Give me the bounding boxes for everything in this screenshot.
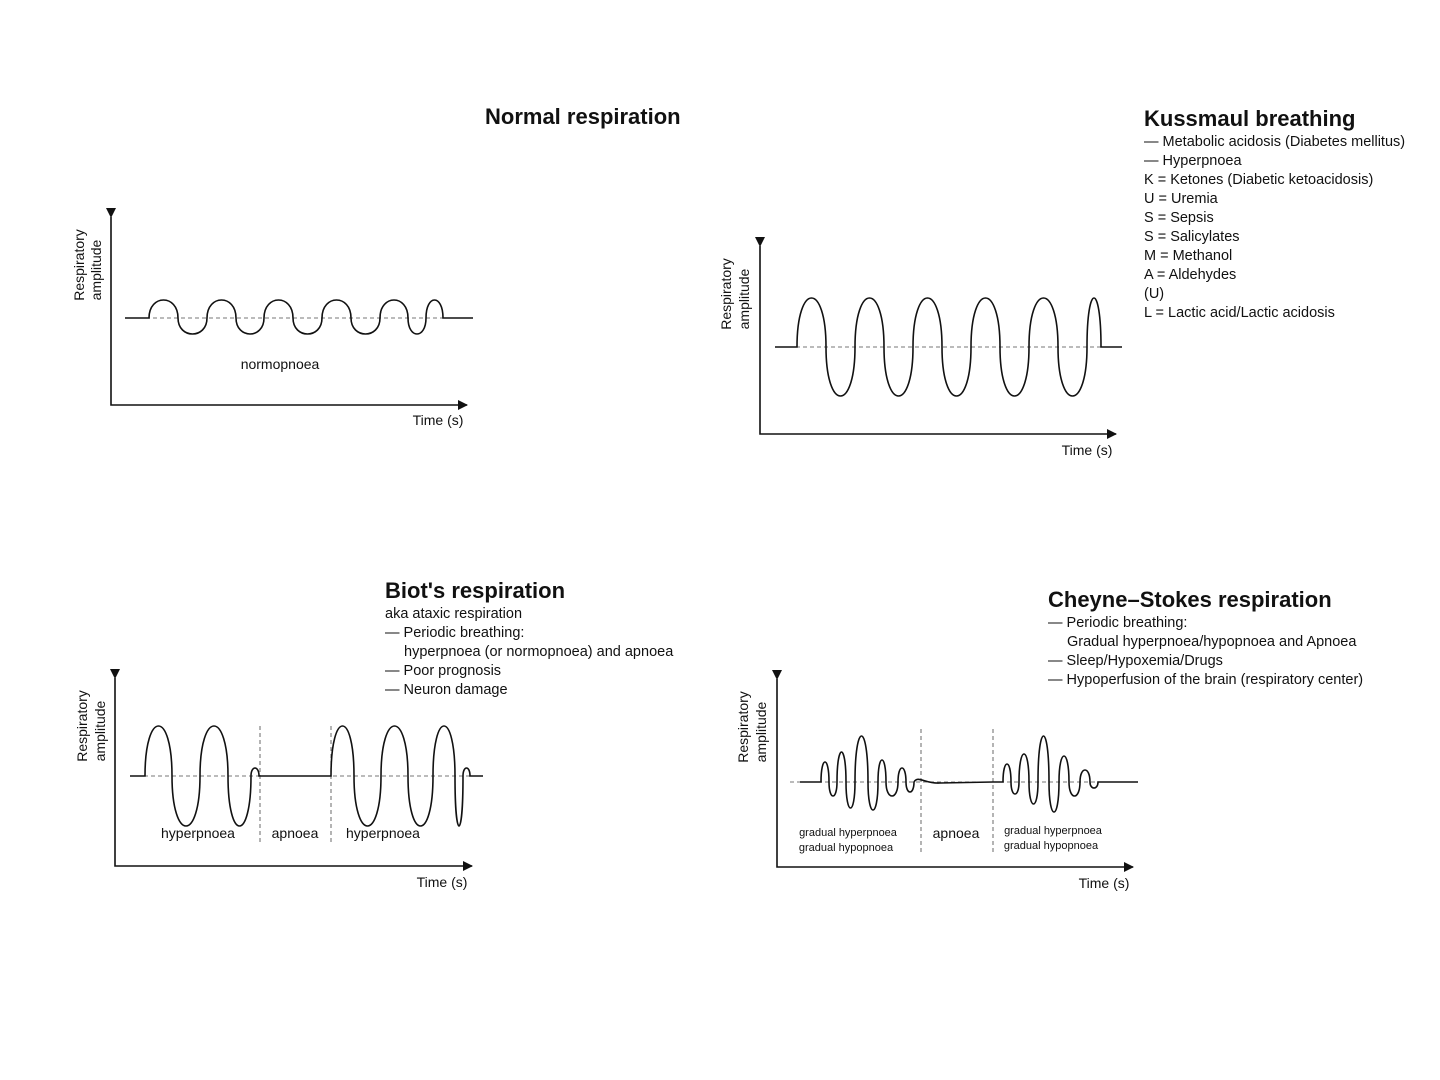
biot-panel: Respiratory amplitude Time (s) hyperpnoe… [74,669,483,890]
kussmaul-note: S = Sepsis [1144,210,1214,226]
biot-y-axis-label-1: Respiratory [74,690,90,762]
cheyne-note: — Sleep/Hypoxemia/Drugs [1048,653,1223,669]
kussmaul-note: L = Lactic acid/Lactic acidosis [1144,305,1335,321]
kussmaul-y-axis-label-2: amplitude [736,268,752,329]
kussmaul-axes [755,237,1117,439]
biot-waveform [130,725,483,827]
kussmaul-note: M = Methanol [1144,248,1233,264]
cheyne-stokes-phase-label: gradual hyperpnoea [799,827,898,839]
kussmaul-note: U = Uremia [1144,191,1218,207]
normal-axes [106,208,468,410]
cheyne-stokes-title: Cheyne–Stokes respiration [1048,587,1332,612]
normal-y-axis-label-2: amplitude [88,239,104,300]
biot-phase-label: hyperpnoea [346,825,420,841]
kussmaul-note: (U) [1144,286,1165,302]
cheyne-stokes-phase-label: gradual hyperpnoea [1004,825,1103,837]
normal-waveform [125,299,473,335]
biot-x-axis-label: Time (s) [417,874,468,890]
biot-note: hyperpnoea (or normopnoea) and apnoea [404,644,674,660]
biot-phase-label: hyperpnoea [161,825,235,841]
cheyne-stokes-phase-label: gradual hypopnoea [1004,840,1099,852]
biot-note: — Periodic breathing: [385,625,525,641]
kussmaul-notes: — Metabolic acidosis (Diabetes mellitus)… [1144,133,1405,323]
kussmaul-x-axis-label: Time (s) [1062,442,1113,458]
kussmaul-note: K = Ketones (Diabetic ketoacidosis) [1144,172,1374,188]
biot-y-axis-label-2: amplitude [92,700,108,761]
kussmaul-note: — Metabolic acidosis (Diabetes mellitus) [1144,134,1406,150]
cheyne-stokes-phase-label: gradual hypopnoea [799,842,894,854]
normal-phase-label: normopnoea [241,356,320,372]
cheyne-stokes-phase-label: apnoea [933,825,980,841]
kussmaul-breathing-title: Kussmaul breathing [1144,106,1356,131]
biot-phase-label: apnoea [272,825,319,841]
cheyne-stokes-y-axis-label-1: Respiratory [735,691,751,763]
biot-note: aka ataxic respiration [385,606,523,622]
kussmaul-y-axis-label-1: Respiratory [718,258,734,330]
kussmaul-panel: Respiratory amplitude Time (s) [718,237,1122,458]
kussmaul-waveform [775,297,1122,397]
normal-y-axis-label-1: Respiratory [71,229,87,301]
cheyne-note: — Periodic breathing: [1048,615,1188,631]
cheyne-stokes-notes: — Periodic breathing: Gradual hyperpnoea… [1048,614,1363,690]
biot-respiration-title: Biot's respiration [385,578,566,603]
biot-axes [110,669,473,871]
cheyne-stokes-y-axis-label-2: amplitude [753,701,769,762]
kussmaul-note: — Hyperpnoea [1144,153,1242,169]
normal-panel: Respiratory amplitude Time (s) normopnoe… [71,208,473,428]
kussmaul-note: S = Salicylates [1144,229,1240,245]
cheyne-stokes-axes [772,670,1134,872]
normal-x-axis-label: Time (s) [413,412,464,428]
normal-respiration-title: Normal respiration [485,104,681,129]
kussmaul-note: A = Aldehydes [1144,267,1237,283]
cheyne-stokes-x-axis-label: Time (s) [1079,875,1130,891]
cheyne-stokes-waveform [800,735,1138,813]
cheyne-stokes-panel: Respiratory amplitude Time (s) gradual h… [735,670,1138,891]
cheyne-note: Gradual hyperpnoea/hypopnoea and Apnoea [1067,634,1357,650]
